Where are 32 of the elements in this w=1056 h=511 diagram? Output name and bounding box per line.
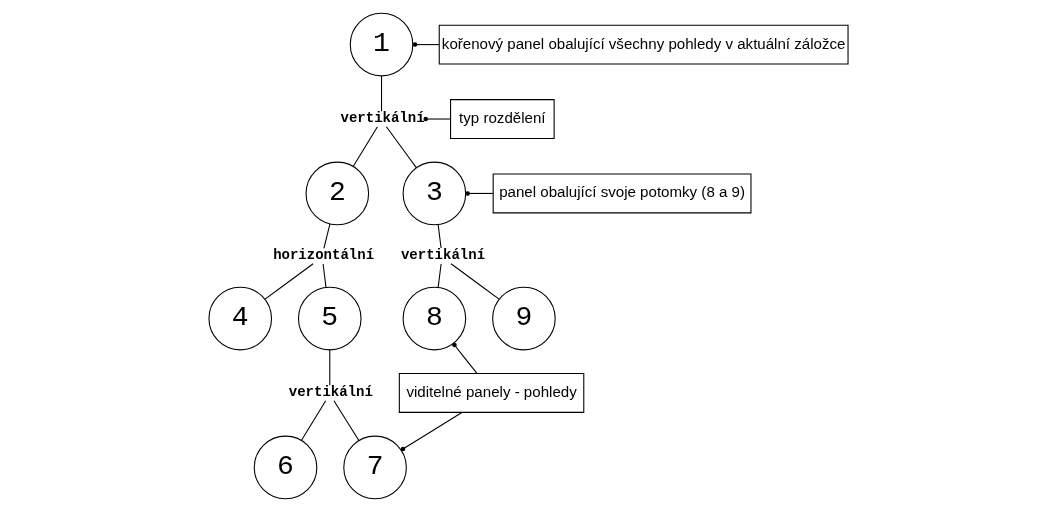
connector — [437, 262, 442, 288]
connector — [322, 222, 330, 249]
connector — [380, 74, 382, 112]
connector — [412, 41, 439, 47]
connector — [464, 190, 494, 196]
node-circle: 3 — [402, 161, 466, 225]
node-box: viditelné panely - pohledy — [398, 372, 584, 413]
connector — [352, 125, 378, 167]
node-box: typ rozdělení — [449, 98, 555, 139]
connector — [300, 399, 326, 441]
connector — [449, 262, 500, 300]
connector — [437, 223, 442, 249]
node-text: vertikální — [288, 383, 373, 400]
connector — [385, 125, 417, 168]
connector — [328, 348, 330, 386]
node-text: vertikální — [340, 109, 425, 126]
connector — [332, 399, 359, 441]
node-text: vertikální — [400, 246, 485, 263]
connector — [322, 262, 327, 288]
node-box: kořenový panel obalující všechny pohledy v aktuální záložce — [438, 24, 849, 65]
connector — [451, 342, 477, 374]
node-circle: 4 — [207, 286, 272, 350]
node-circle: 9 — [491, 286, 556, 350]
node-circle: 2 — [305, 161, 369, 225]
connector — [264, 262, 314, 300]
node-circle: 6 — [253, 435, 317, 499]
connector — [400, 411, 462, 451]
connector — [422, 116, 451, 121]
node-text: horizontální — [272, 246, 374, 263]
node-box: panel obalující svoje potomky (8 a 9) — [492, 173, 751, 213]
node-circle: 5 — [297, 286, 362, 350]
node-circle: 1 — [349, 12, 413, 76]
